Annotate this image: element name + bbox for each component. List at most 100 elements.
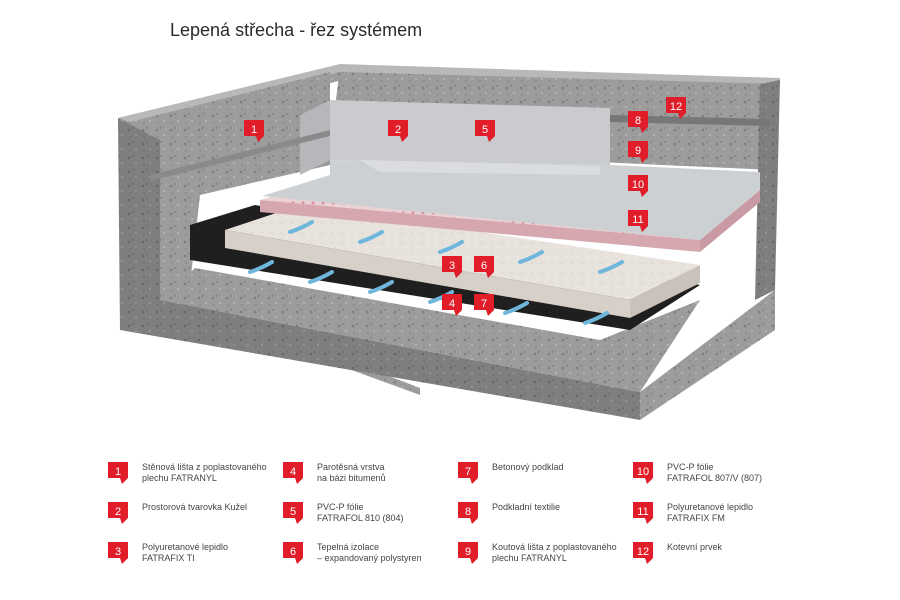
legend-item-2: 2 Prostorová tvarovka Kužel xyxy=(108,502,278,536)
wall-lath-strip-back xyxy=(610,115,770,126)
marker-7: 7 xyxy=(474,294,494,316)
marker-label: 4 xyxy=(290,466,296,478)
legend-badge: 4 xyxy=(283,462,303,484)
legend-item-9: 9 Koutová lišta z poplastovaného plechu F… xyxy=(458,542,628,576)
marker-label: 12 xyxy=(670,101,682,113)
marker-label: 3 xyxy=(449,260,455,272)
legend-item-1: 1 Stěnová lišta z poplastovaného plechu F… xyxy=(108,462,278,496)
legend-badge: 1 xyxy=(108,462,128,484)
legend-badge: 5 xyxy=(283,502,303,524)
legend-badge: 7 xyxy=(458,462,478,484)
marker-label: 3 xyxy=(115,546,121,558)
concrete-wall-right xyxy=(755,80,780,300)
legend-badge: 12 xyxy=(633,542,653,564)
legend-text: Kotevní prvek xyxy=(667,542,723,552)
marker-11: 11 xyxy=(628,210,648,232)
marker-label: 6 xyxy=(290,546,296,558)
marker-label: 12 xyxy=(637,546,649,558)
marker-label: 5 xyxy=(290,506,296,518)
legend-item-7: 7 Betonový podklad xyxy=(458,462,628,496)
marker-label: 8 xyxy=(635,115,641,127)
legend-text: Polyuretanové lepidlo FATRAFIX FM xyxy=(667,502,754,523)
legend-text: Koutová lišta z poplastovaného plechu FA… xyxy=(492,542,617,563)
marker-label: 7 xyxy=(481,298,487,310)
legend-badge: 10 xyxy=(633,462,653,484)
legend-item-4: 4 Parotěsná vrstva na bázi bitumenů xyxy=(283,462,453,496)
marker-9: 9 xyxy=(628,141,648,163)
marker-2: 2 xyxy=(388,120,408,142)
legend-badge-6: 6 xyxy=(283,542,303,564)
concrete-slab-top xyxy=(160,268,700,392)
legend-item-5: 5 PVC-P fólie FATRAFOL 810 (804) xyxy=(283,502,453,536)
marker-label: 9 xyxy=(635,145,641,157)
wall-lath-strip xyxy=(150,130,330,181)
textile-layer-side xyxy=(700,190,760,252)
marker-label: 11 xyxy=(632,214,643,226)
legend-badge-11: 11 xyxy=(633,502,653,524)
pvc-membrane-highlight xyxy=(360,160,600,175)
legend-text: Polyuretanové lepidlo FATRAFIX TI xyxy=(142,542,229,563)
marker-label: 1 xyxy=(115,466,121,478)
marker-4: 4 xyxy=(442,294,462,316)
legend-badge-10: 10 xyxy=(633,462,653,484)
marker-6: 6 xyxy=(474,256,494,278)
legend-badge-8: 8 xyxy=(458,502,478,524)
marker-label: 9 xyxy=(465,546,471,558)
marker-label: 11 xyxy=(637,506,648,518)
legend-text: Stěnová lišta z poplastovaného plechu FA… xyxy=(142,462,267,483)
concrete-wall-top xyxy=(118,64,780,122)
legend-badge-12: 12 xyxy=(633,542,653,564)
marker-label: 6 xyxy=(481,260,487,272)
legend-badge: 6 xyxy=(283,542,303,564)
marker-label: 10 xyxy=(632,179,644,191)
concrete-slab-front xyxy=(118,118,640,420)
legend-text: PVC-P fólie FATRAFOL 810 (804) xyxy=(317,502,404,523)
legend-badge: 8 xyxy=(458,502,478,524)
legend-badge-2: 2 xyxy=(108,502,128,524)
marker-label: 7 xyxy=(465,466,471,478)
page-title: Lepená střecha - řez systémem xyxy=(170,20,423,40)
textile-layer-front xyxy=(260,200,700,252)
marker-label: 10 xyxy=(637,466,649,478)
legend-text: PVC-P fólie FATRAFOL 807/V (807) xyxy=(667,462,763,483)
legend-badge-3: 3 xyxy=(108,542,128,564)
legend-item-6: 6 Tepelná izolace – expandovaný polystyre… xyxy=(283,542,453,576)
eps-insulation-front xyxy=(225,230,630,318)
legend-badge-4: 4 xyxy=(283,462,303,484)
legend-text: Betonový podklad xyxy=(492,462,564,472)
marker-label: 4 xyxy=(449,298,455,310)
eps-insulation-side xyxy=(630,265,700,318)
marker-label: 5 xyxy=(482,124,488,136)
legend-item-12: 12 Kotevní prvek xyxy=(633,542,803,576)
legend-badge: 3 xyxy=(108,542,128,564)
adhesive-beads xyxy=(248,220,624,325)
marker-label: 2 xyxy=(395,124,401,136)
concrete-slab-side xyxy=(640,290,775,420)
legend-badge-1: 1 xyxy=(108,462,128,484)
legend-text: Parotěsná vrstva na bázi bitumenů xyxy=(317,462,386,483)
marker-8: 8 xyxy=(628,111,648,133)
marker-5: 5 xyxy=(475,120,495,142)
legend-item-11: 11 Polyuretanové lepidlo FATRAFIX FM xyxy=(633,502,803,536)
legend-text: Tepelná izolace – expandovaný polystyren xyxy=(317,542,422,563)
marker-12: 12 xyxy=(666,97,686,119)
legend-badge: 9 xyxy=(458,542,478,564)
marker-label: 1 xyxy=(251,124,257,136)
wall-membrane xyxy=(330,100,610,165)
marker-label: 8 xyxy=(465,506,471,518)
legend-badge-7: 7 xyxy=(458,462,478,484)
legend-badge: 2 xyxy=(108,502,128,524)
legend-badge: 11 xyxy=(633,502,653,524)
legend-badge-9: 9 xyxy=(458,542,478,564)
legend-badge-5: 5 xyxy=(283,502,303,524)
marker-3: 3 xyxy=(442,256,462,278)
eps-insulation-top xyxy=(225,205,700,300)
legend-text: Prostorová tvarovka Kužel xyxy=(142,502,248,512)
concrete-wall-inner xyxy=(130,72,330,295)
marker-1: 1 xyxy=(244,120,264,142)
legend-item-3: 3 Polyuretanové lepidlo FATRAFIX TI xyxy=(108,542,278,576)
marker-10: 10 xyxy=(628,175,648,197)
marker-label: 2 xyxy=(115,506,121,518)
